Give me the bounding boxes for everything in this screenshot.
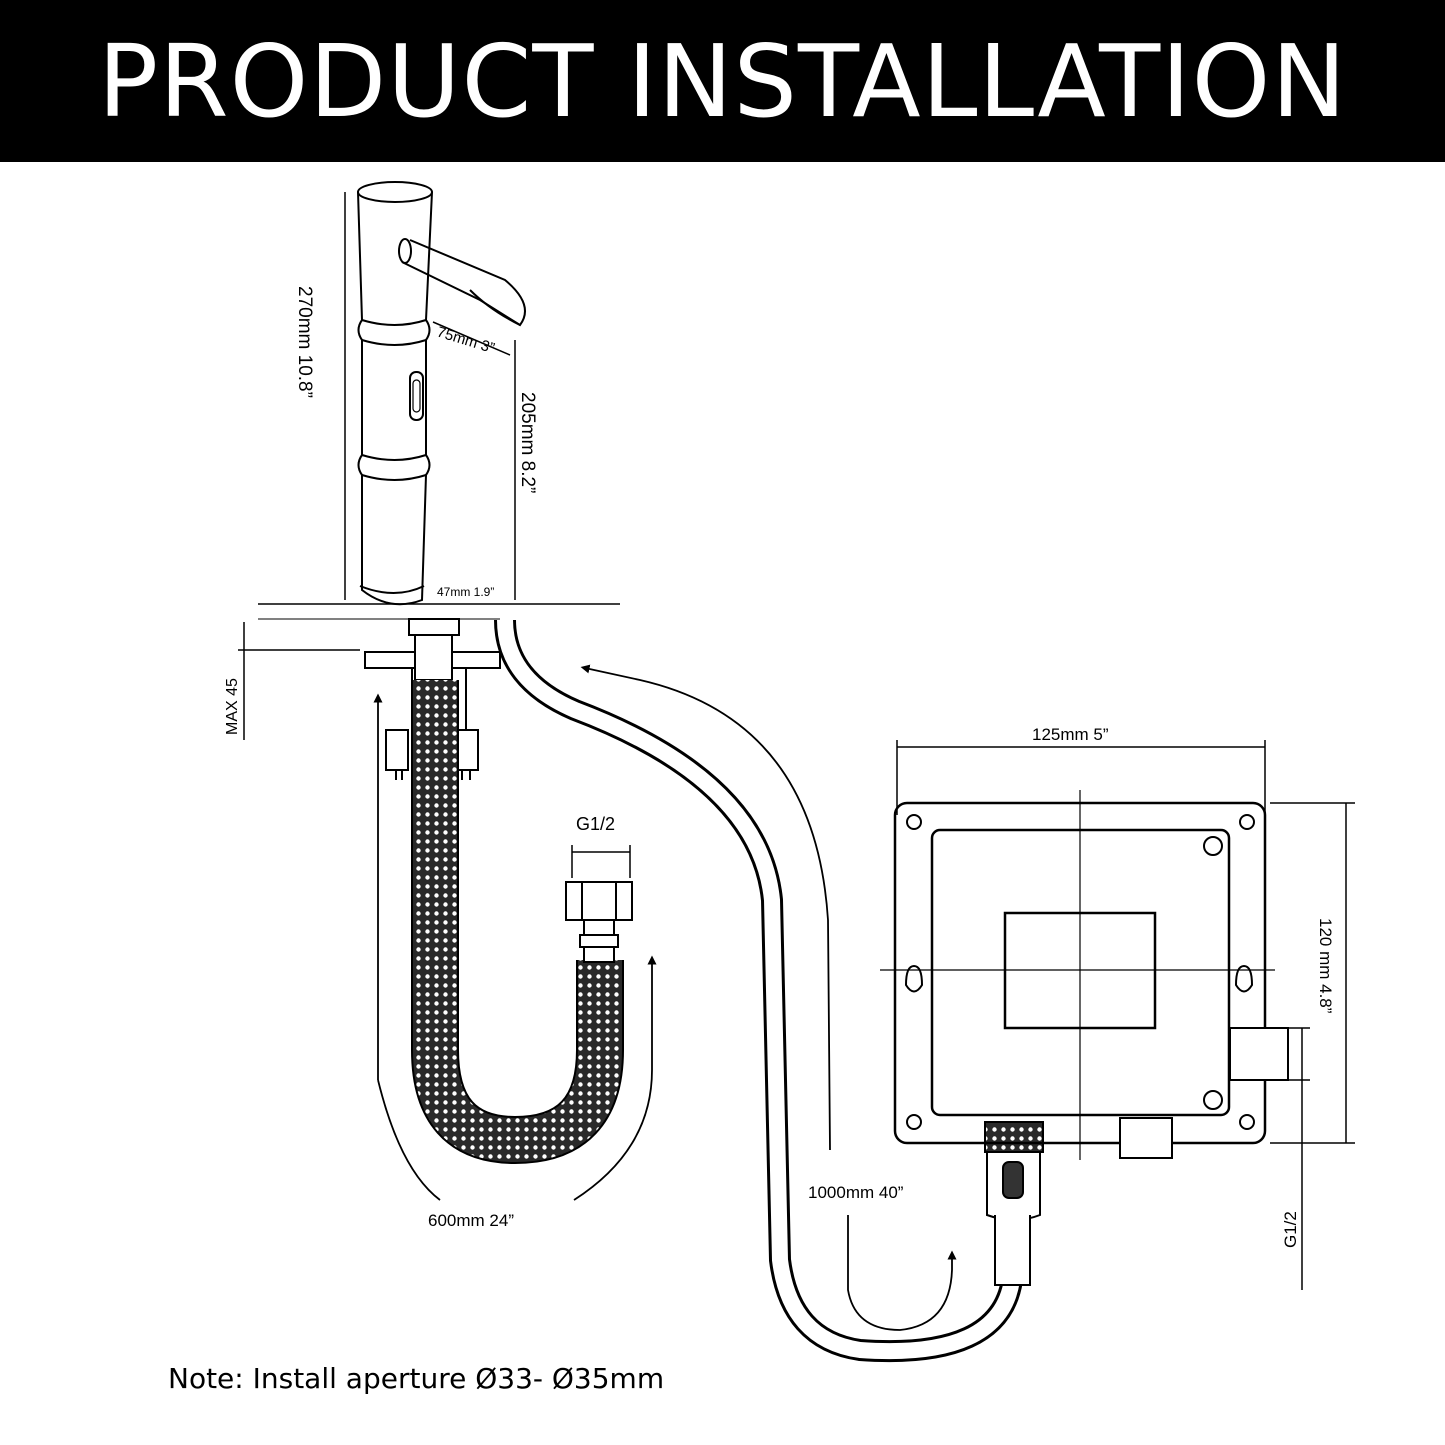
center-lines xyxy=(880,790,1275,1160)
sensor-window xyxy=(409,371,424,421)
box-height-dimension xyxy=(1270,802,1355,1144)
braided-hose-mesh xyxy=(413,680,622,1163)
inlet-thread-label: G1/2 xyxy=(576,814,615,834)
mounting-holes xyxy=(904,814,1255,1130)
sensor-cable-inner xyxy=(497,619,1020,1360)
box-thread-dimension xyxy=(1288,1027,1310,1290)
base-diameter-label: 47mm 1.9” xyxy=(437,585,494,599)
reach-dimension-line xyxy=(432,321,511,356)
hose-length-arrows xyxy=(373,693,657,1201)
box-thread-label: G1/2 xyxy=(1281,1211,1300,1248)
hose-length-label: 600mm 24” xyxy=(428,1211,514,1230)
control-box-ports xyxy=(1119,1027,1289,1159)
cable-connector xyxy=(984,1121,1044,1286)
cable-length-label: 1000mm 40” xyxy=(808,1183,904,1202)
reach-label: 75mm 3” xyxy=(435,324,497,358)
max-thickness-dimension xyxy=(238,622,360,740)
height-label: 270mm 10.8” xyxy=(294,286,315,398)
cable-length-arrows xyxy=(580,664,957,1331)
faucet-body xyxy=(357,181,526,606)
box-width-dimension xyxy=(896,740,1266,815)
max-thickness-label: MAX 45 xyxy=(224,678,241,735)
box-width-label: 125mm 5” xyxy=(1032,725,1109,744)
inlet-thread-dimension xyxy=(571,845,631,878)
box-height-label: 120 mm 4.8” xyxy=(1316,918,1335,1014)
install-note: Note: Install aperture Ø33- Ø35mm xyxy=(168,1362,665,1395)
spout-height-label: 205mm 8.2” xyxy=(517,392,538,493)
hose-fitting xyxy=(565,881,633,963)
page-title: PRODUCT INSTALLATION xyxy=(0,0,1445,162)
